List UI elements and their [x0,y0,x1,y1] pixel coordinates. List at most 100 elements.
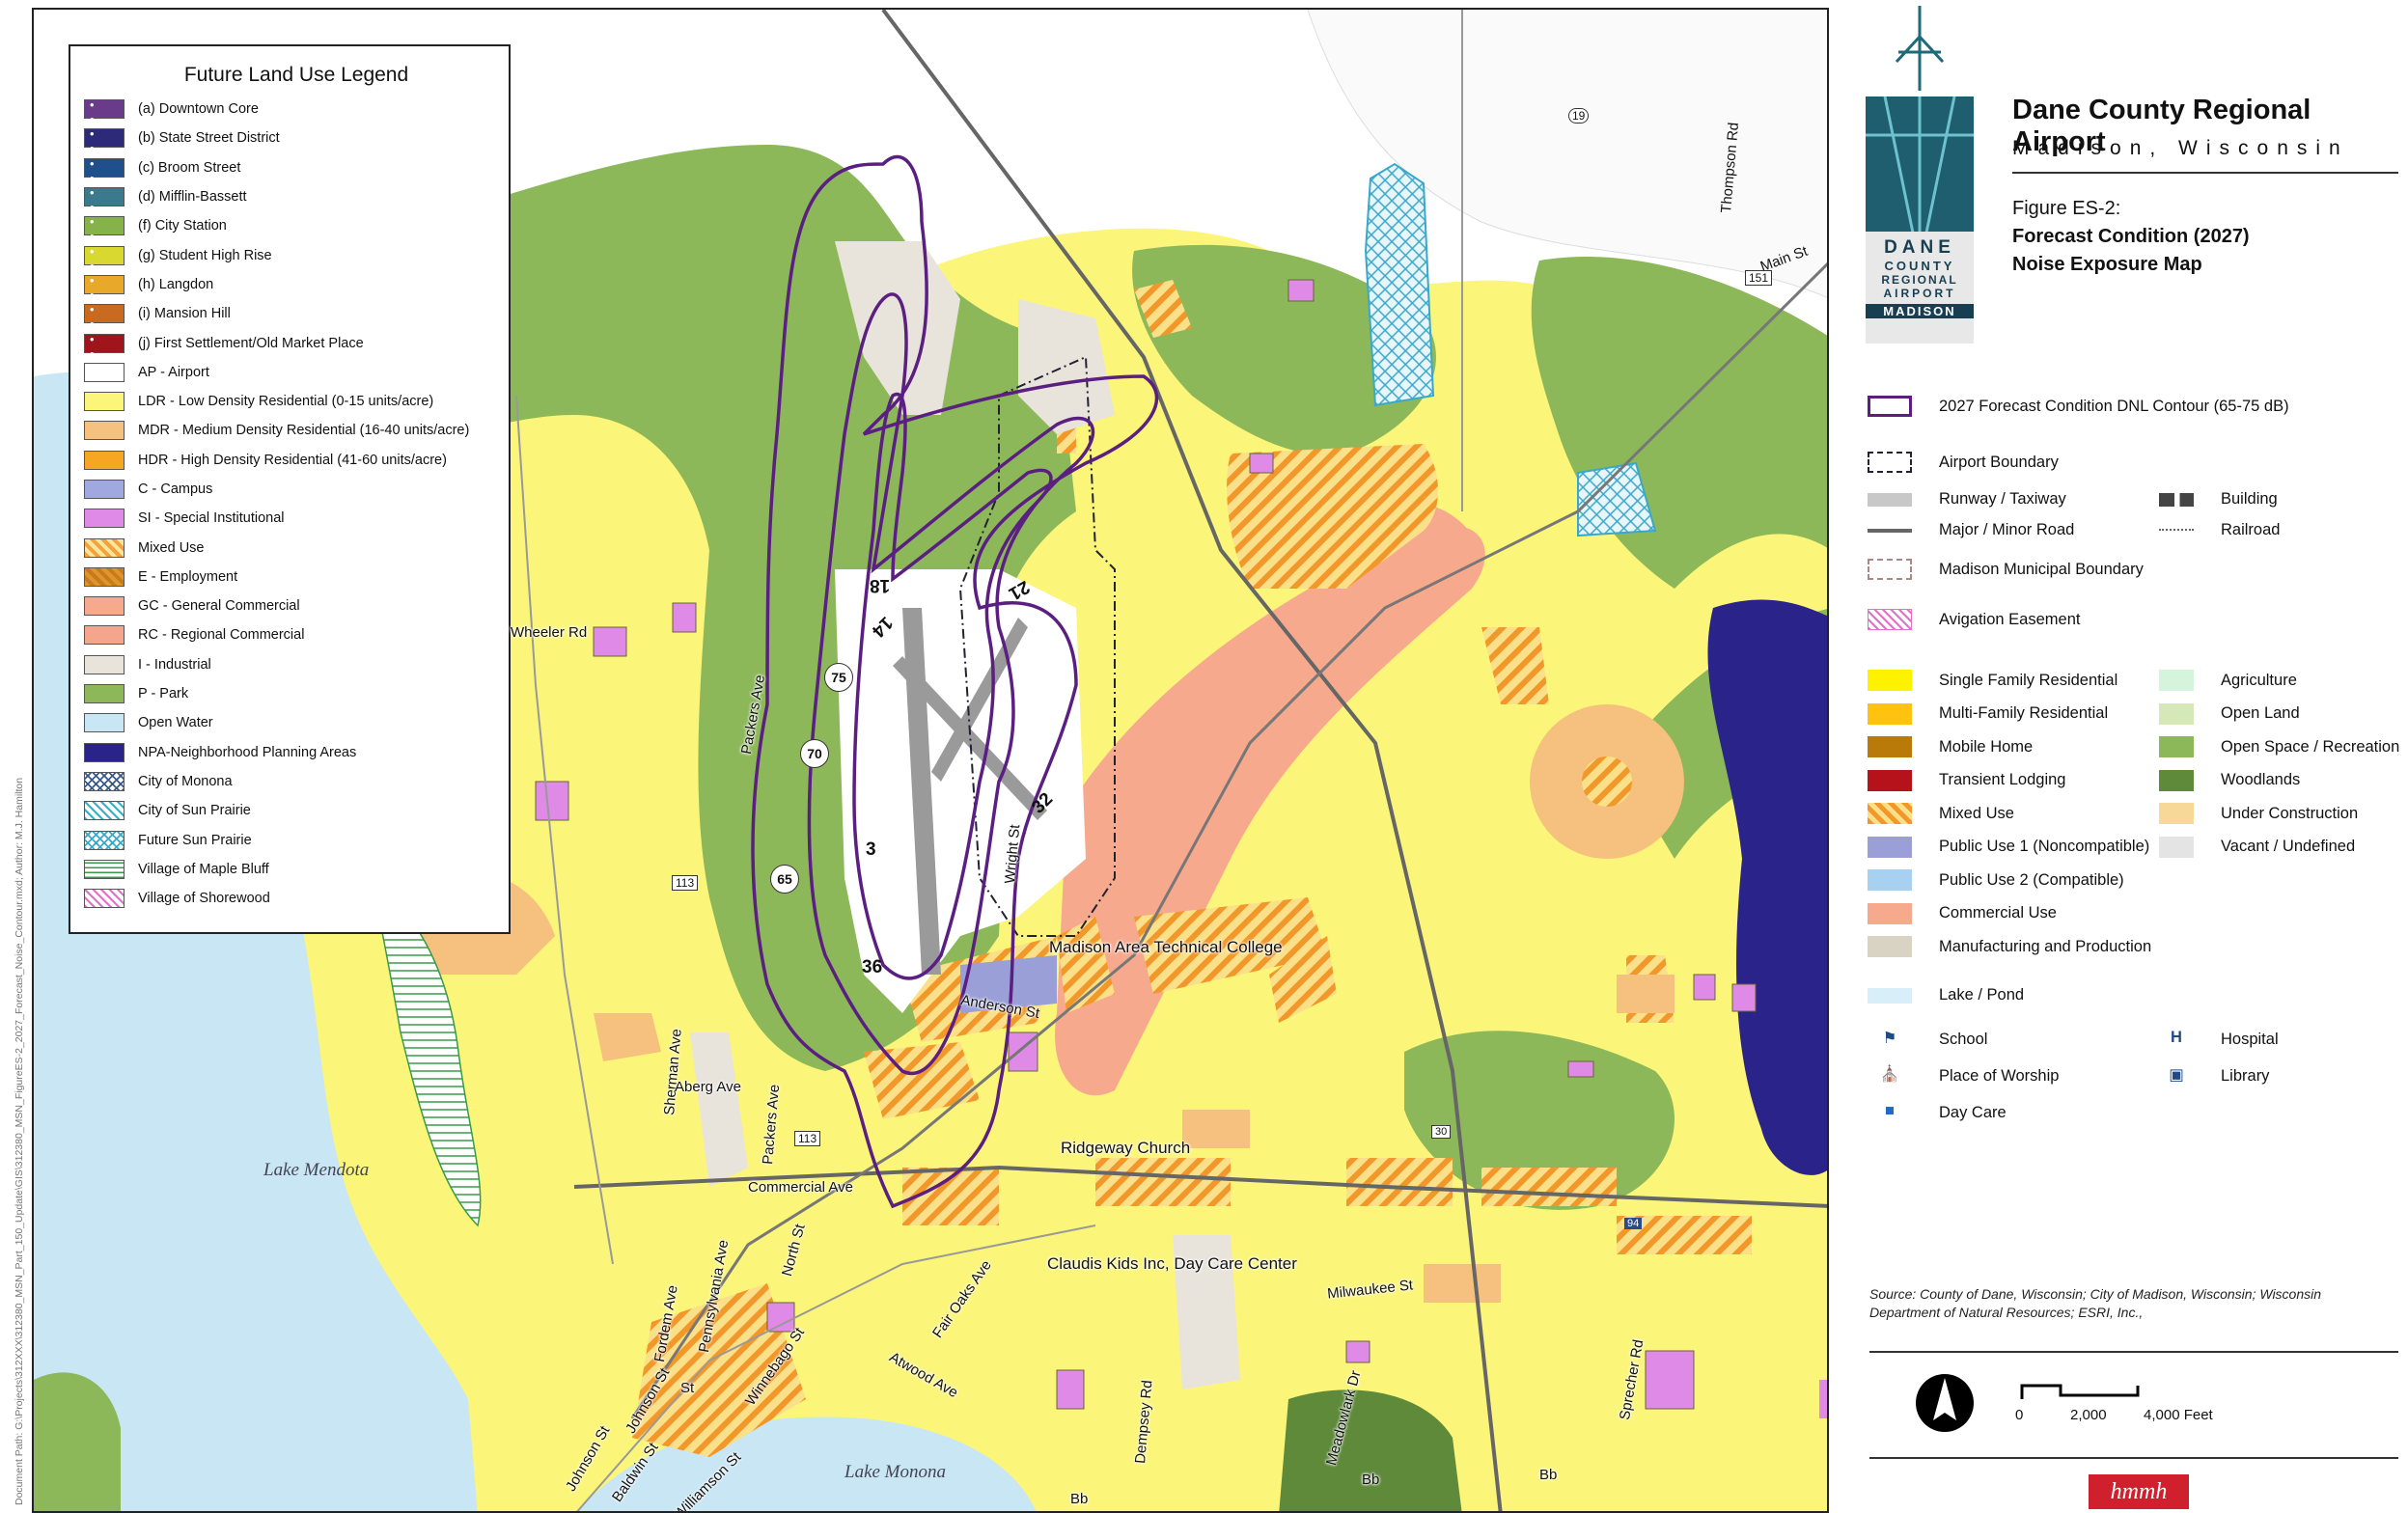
legend-item: (i) Mansion Hill [84,299,509,331]
legend-item: (a) Downtown Core [84,95,509,126]
logo-runway-graphic [1866,96,1974,237]
legend-runway-taxiway: Runway / Taxiway [1868,490,2066,509]
land-use-swatch [2159,670,2194,691]
legend-item: RC - Regional Commercial [84,620,509,649]
land-use-label: Commercial Use [1939,904,2057,922]
contour-label-65: 65 [770,865,799,894]
future-land-use-legend: Future Land Use Legend (a) Downtown Core… [69,44,511,934]
legend-swatch [84,713,125,733]
legend-item: (f) City Station [84,211,509,243]
hospital-icon: H [2171,1029,2182,1046]
library-icon: ▣ [2169,1066,2184,1084]
legend-label: (c) Broom Street [138,159,241,176]
noise-exposure-map[interactable]: Future Land Use Legend (a) Downtown Core… [32,8,1829,1513]
land-use-label: Transient Lodging [1939,771,2066,788]
label-wheeler-rd: Wheeler Rd [511,624,588,641]
map-title-panel: DANE COUNTY REGIONAL AIRPORT MADISON Dan… [1858,0,2408,1509]
legend-item: Village of Maple Bluff [84,855,509,884]
legend-swatch [84,830,125,850]
legend-swatch [84,214,125,243]
contour-label-70: 70 [800,739,829,768]
interstate-road [881,10,1503,1511]
north-arrow-icon [1916,1374,1974,1432]
runway-label-3: 3 [866,839,876,860]
land-use-legend-item: Public Use 1 (Noncompatible) [1868,836,2149,858]
legend-label: SI - Special Institutional [138,510,285,527]
land-use-legend-item: Public Use 2 (Compatible) [1868,869,2124,891]
land-use-label: Open Space / Recreation [2221,737,2400,756]
scale-mid: 2,000 [2070,1407,2107,1423]
legend-school: ⚑School [1868,1029,1988,1050]
land-use-label: Mixed Use [1939,804,2014,822]
legend-swatch [84,801,125,821]
title-divider [2012,172,2398,174]
legend-swatch [84,771,125,791]
dnl-contours [751,154,1159,1209]
land-use-swatch [1868,902,1912,924]
airport-title: Dane County Regional Airport [2012,95,2311,157]
land-use-legend-item: Open Space / Recreation [2159,736,2399,757]
legend-swatch [84,480,125,499]
legend-label: (d) Mifflin-Bassett [138,189,247,206]
legend-label: E - Employment [138,568,238,585]
label-aberg-ave: Aberg Ave [675,1079,741,1095]
label-st: St [680,1380,695,1396]
airport-area [835,569,1086,1013]
legend-item: C - Campus [84,475,509,504]
legend-item: (h) Langdon [84,270,509,302]
legend-label: (h) Langdon [138,276,214,292]
airport-logo: DANE COUNTY REGIONAL AIRPORT MADISON [1866,96,1974,344]
daycare-icon: ■ [1885,1102,1895,1119]
legend-label: GC - General Commercial [138,598,300,615]
legend-swatch [84,859,125,879]
footer-divider [1869,1457,2398,1459]
legend-swatch [84,421,125,441]
legend-item: Future Sun Prairie [84,825,509,854]
figure-title-line-2: Noise Exposure Map [2012,254,2202,275]
land-use-label: Under Construction [2221,804,2359,822]
land-use-label: Vacant / Undefined [2221,838,2356,855]
school-icon: ⚑ [1882,1030,1897,1047]
legend-building: Building [2159,490,2278,509]
legend-swatch [84,742,125,762]
legend-item: E - Employment [84,563,509,591]
figure-number: Figure ES-2: [2012,198,2121,219]
highway-113-shield-a: 113 [672,875,699,891]
land-use-label: Mobile Home [1939,737,2034,756]
legend-item: Village of Shorewood [84,884,509,913]
legend-swatch [84,566,125,587]
village-of-maple-bluff [370,876,482,1227]
logo-text-county: COUNTY [1884,259,1955,273]
legend-label: Open Water [138,715,213,731]
airplane-icon [1895,6,1945,91]
legend-place-of-worship: ⛪Place of Worship [1868,1065,2060,1087]
legend-item: HDR - High Density Residential (41-60 un… [84,446,509,475]
label-bb-2: Bb [1362,1472,1380,1488]
land-use-legend-item: Mobile Home [1868,736,2033,757]
legend-item: LDR - Low Density Residential (0-15 unit… [84,387,509,416]
land-use-legend-item: Vacant / Undefined [2159,836,2356,858]
runway-label-36: 36 [862,957,883,977]
label-claudis-kids: Claudis Kids Inc, Day Care Center [1047,1254,1297,1273]
runway-14-32 [893,656,1047,820]
contour-label-75: 75 [824,663,853,692]
highway-19-shield: 19 [1568,108,1590,124]
land-use-legend-item: Mixed Use [1868,803,2014,824]
legend-label: Future Sun Prairie [138,832,252,848]
legend-swatch [84,537,125,558]
legend-item: City of Sun Prairie [84,796,509,825]
legend-swatch [84,273,125,302]
legend-swatch [84,509,125,529]
legend-item: GC - General Commercial [84,591,509,620]
land-use-swatch [1868,670,1912,691]
legend-swatch [84,596,125,617]
source-divider [1869,1351,2398,1353]
highway-113-shield-b: 113 [794,1131,821,1146]
legend-label: LDR - Low Density Residential (0-15 unit… [138,394,434,410]
land-use-label: Public Use 2 (Compatible) [1939,870,2124,889]
runway-label-18: 18 [870,575,891,595]
legend-label: City of Sun Prairie [138,803,251,819]
airport-boundary [958,355,1116,937]
scale-bar [2020,1384,2140,1399]
